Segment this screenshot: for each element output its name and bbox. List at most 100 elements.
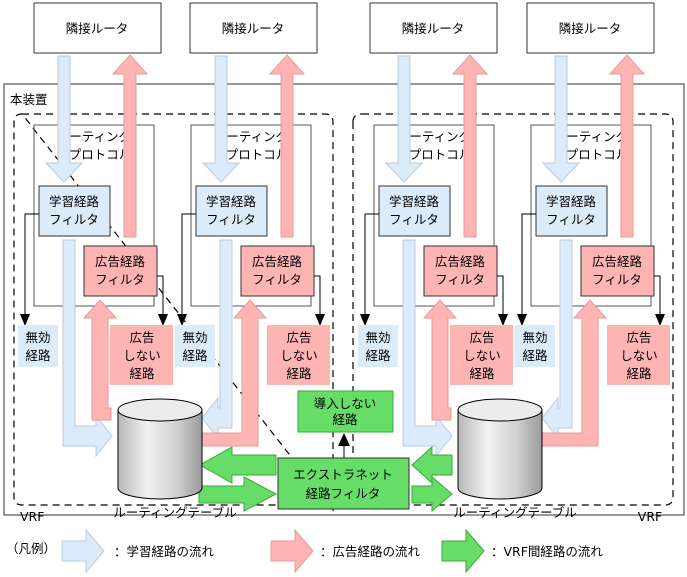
learn-filter-label-1: 学習経路 (546, 194, 597, 209)
not-advertised-label-1: 広告 (626, 330, 651, 345)
routing-protocol-title-1: ルーティング (397, 129, 471, 144)
arrow-down-icon (177, 314, 187, 326)
device-label: 本装置 (10, 92, 48, 107)
discard-line (314, 275, 321, 315)
not-advertised-label-1: 広告 (469, 330, 494, 345)
learn-flow-arrow (402, 239, 453, 458)
routing-table-icon (117, 398, 203, 500)
learn-filter-label-2: フィルタ (546, 212, 596, 227)
legend-adv-arrow-icon (270, 528, 314, 574)
adv-flow-arrow (541, 299, 608, 447)
legend-vrf-arrow-icon (441, 528, 485, 574)
routing-table-label: ルーティングテーブル (453, 505, 577, 520)
discard-line (24, 213, 39, 315)
not-advertised-label-2: しない (463, 348, 501, 363)
routing-protocol-title-2: プロトコル (566, 147, 629, 162)
vrf-flow-arrow (411, 445, 453, 485)
legend: （凡例） ：学習経路の流れ ：広告経路の流れ ：VRF間経路の流れ (6, 528, 603, 574)
invalid-routes (515, 325, 555, 367)
discard-line (157, 275, 164, 315)
invalid-routes (358, 325, 398, 367)
adv-route-filter (240, 245, 315, 297)
not-advertised-label-2: しない (123, 348, 161, 363)
learn-route-filter (535, 185, 608, 237)
arrow-down-icon (315, 314, 325, 326)
adv-filter-label-1: 広告経路 (435, 254, 486, 269)
legend-item-label: ：学習経路の流れ (114, 544, 215, 559)
invalid-routes-label-2: 経路 (182, 348, 208, 363)
not-advertised-label-3: 経路 (129, 366, 155, 381)
invalid-routes-label-1: 無効 (522, 330, 547, 345)
neighbor-router: 隣接ルータ (189, 2, 318, 54)
adv-flow-arrow (201, 299, 268, 447)
invalid-routes (175, 325, 215, 367)
vrf-label: VRF (20, 509, 44, 524)
adv-route-filter (83, 245, 158, 297)
adv-flow-arrow (82, 299, 118, 421)
not-imported-label-2: 経路 (332, 412, 358, 427)
neighbor-router: 隣接ルータ (33, 2, 162, 54)
adv-filter-label-2: フィルタ (95, 272, 145, 287)
learn-flow-arrow (201, 239, 233, 440)
neighbor-router-label: 隣接ルータ (559, 21, 622, 36)
invalid-routes-label-2: 経路 (522, 348, 548, 363)
not-advertised-label-2: しない (620, 348, 658, 363)
not-advertised-label-3: 経路 (626, 366, 652, 381)
vrf-flow-arrow (198, 446, 277, 484)
arrow-down-icon (498, 314, 508, 326)
learn-filter-label-1: 学習経路 (206, 194, 257, 209)
invalid-routes-label-2: 経路 (25, 348, 51, 363)
learn-filter-label-2: フィルタ (389, 212, 439, 227)
arrow-up-icon (338, 433, 350, 446)
not-advertised-label-1: 広告 (129, 330, 154, 345)
routing-table-label: ルーティングテーブル (113, 505, 237, 520)
invalid-routes-label-1: 無効 (25, 330, 50, 345)
extranet-filter-label-2: 経路フィルタ (306, 486, 381, 501)
extranet-route-filter: エクストラネット 経路フィルタ (277, 457, 410, 510)
legend-item-label: ：広告経路の流れ (320, 544, 421, 559)
arrow-down-icon (517, 314, 527, 326)
not-advertised-routes (267, 325, 330, 385)
discard-line (497, 275, 504, 315)
invalid-routes-label-2: 経路 (365, 348, 391, 363)
routing-protocol-title-2: プロトコル (226, 147, 289, 162)
legend-title: （凡例） (6, 541, 56, 556)
adv-flow-arrow (268, 54, 306, 238)
adv-filter-label-1: 広告経路 (252, 254, 303, 269)
learn-filter-label-1: 学習経路 (389, 194, 440, 209)
not-advertised-label-2: しない (280, 348, 318, 363)
routing-table-icon (457, 398, 543, 500)
vrf-label: VRF (638, 509, 662, 524)
discard-line (654, 275, 661, 315)
arrow-down-icon (655, 314, 665, 326)
learn-flow-arrow (384, 55, 424, 183)
learn-flow-arrow (44, 55, 84, 183)
not-advertised-label-1: 広告 (286, 330, 311, 345)
adv-filter-label-1: 広告経路 (592, 254, 643, 269)
neighbor-router: 隣接ルータ (369, 2, 498, 54)
routing-protocol-title-1: ルーティング (554, 129, 628, 144)
not-advertised-routes (450, 325, 513, 385)
vrf-flow-arrow (198, 476, 278, 512)
adv-route-filter (580, 245, 655, 297)
extranet-filter-label-1: エクストラネット (293, 467, 393, 482)
learn-filter-label-1: 学習経路 (49, 194, 100, 209)
adv-flow-arrow (608, 54, 646, 238)
arrow-down-icon (158, 314, 168, 326)
legend-learn-arrow-icon (61, 528, 105, 574)
routing-protocol-title-1: ルーティング (57, 129, 131, 144)
arrow-down-icon (20, 314, 30, 326)
neighbor-router-label: 隣接ルータ (402, 21, 465, 36)
adv-filter-label-2: フィルタ (592, 272, 642, 287)
discard-line (181, 213, 196, 315)
arrow-down-icon (360, 314, 370, 326)
not-advertised-routes (110, 325, 173, 385)
adv-flow-arrow (422, 299, 458, 421)
routing-protocol-title-2: プロトコル (69, 147, 132, 162)
routing-protocol-title-2: プロトコル (409, 147, 472, 162)
learn-route-filter (195, 185, 268, 237)
not-advertised-label-3: 経路 (286, 366, 312, 381)
neighbor-router: 隣接ルータ (526, 2, 655, 54)
adv-filter-label-1: 広告経路 (95, 254, 146, 269)
